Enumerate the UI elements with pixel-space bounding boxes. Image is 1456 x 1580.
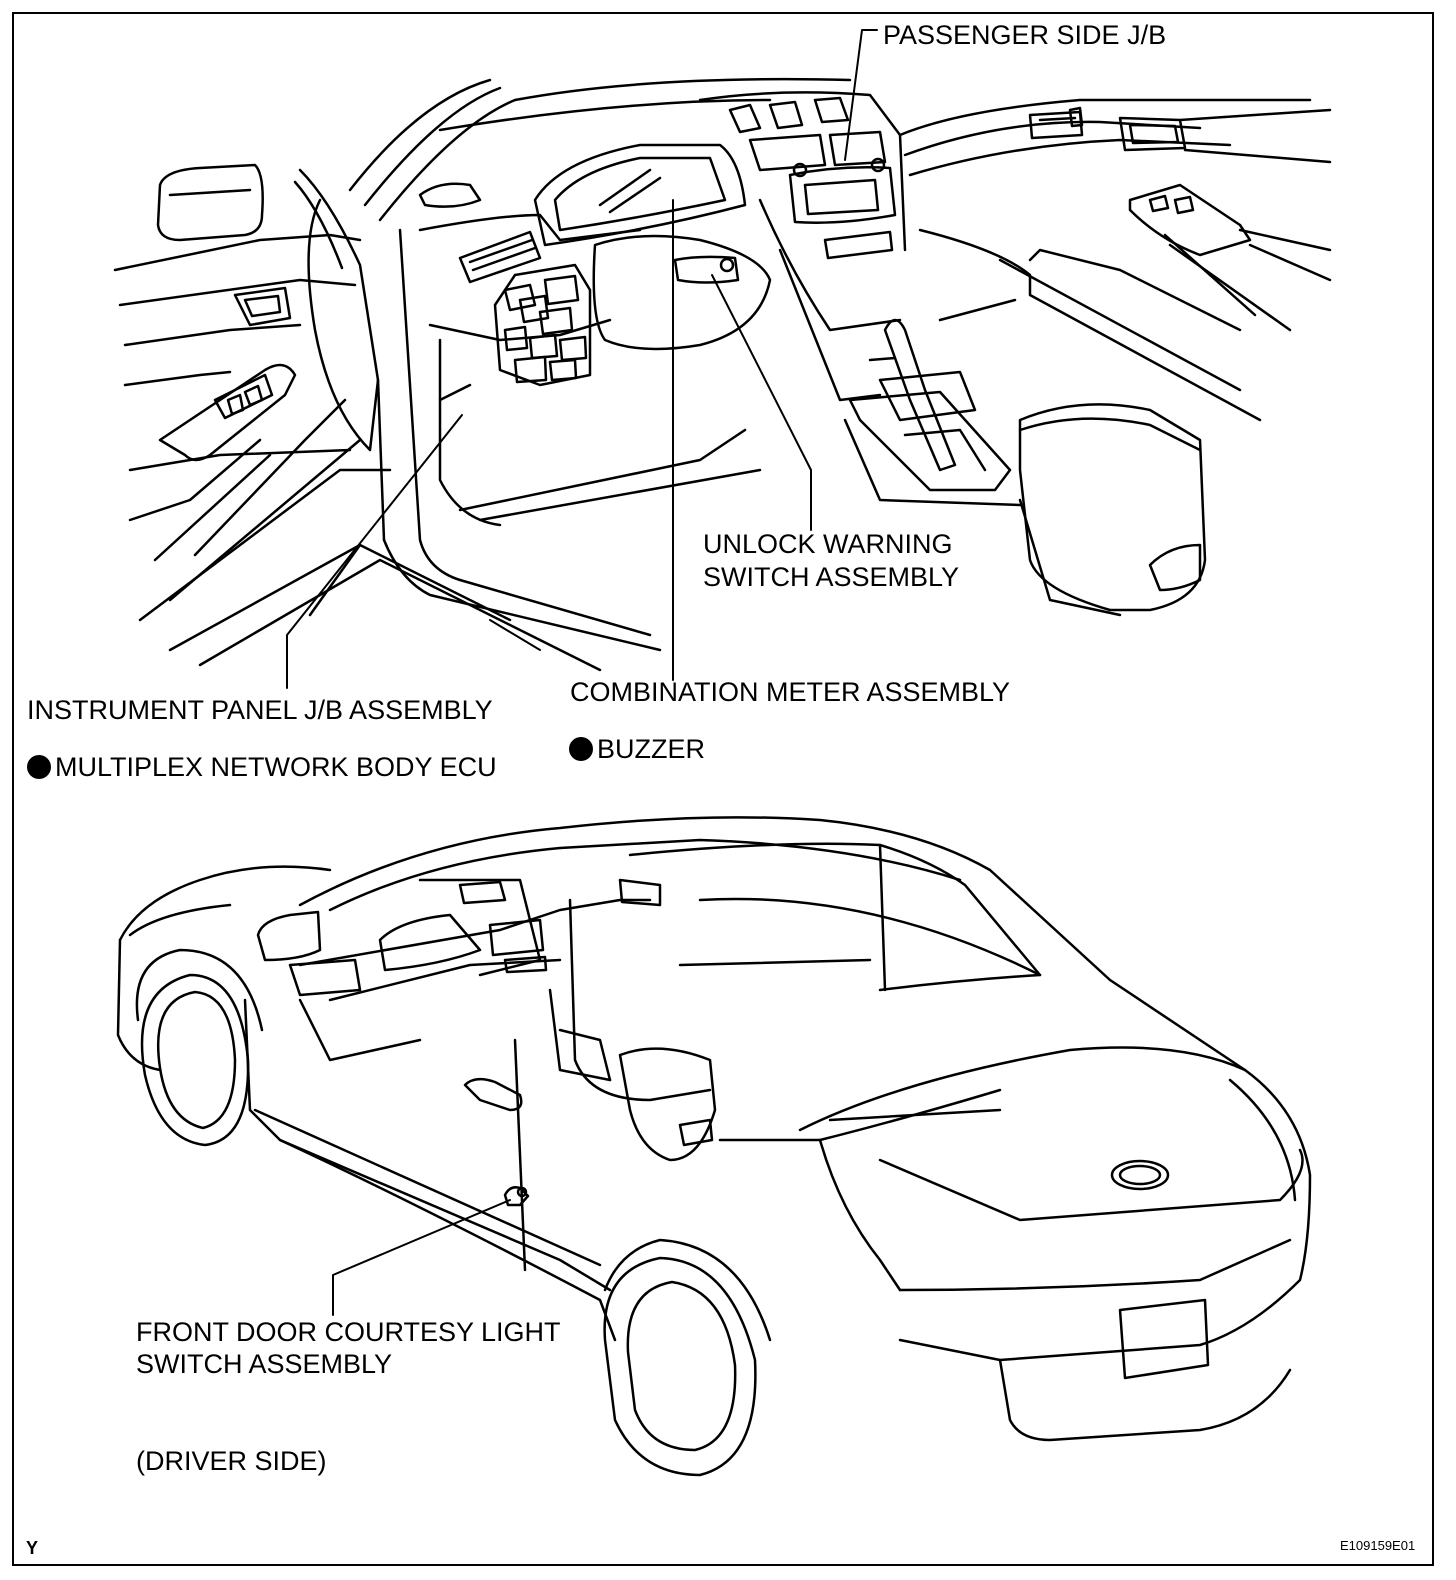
bullet-dot-icon (569, 737, 593, 761)
corner-mark: Y (26, 1538, 39, 1558)
figure-border (12, 12, 1434, 1566)
car-door-handle (463, 1077, 523, 1112)
steering-hub (592, 234, 772, 351)
center-vents (728, 96, 850, 134)
label-buzzer: BUZZER (569, 733, 705, 765)
label-driver-side: (DRIVER SIDE) (136, 1446, 327, 1476)
figure-code: E109159E01 (1340, 1538, 1416, 1553)
license-plate (1118, 1298, 1210, 1380)
label-multiplex-ecu-text: MULTIPLEX NETWORK BODY ECU (55, 752, 497, 782)
center-armrest (1018, 403, 1207, 612)
car-side-mirror (256, 910, 322, 962)
bullet-dot-icon (27, 755, 51, 779)
interior-view (113, 77, 1332, 672)
label-courtesy-switch-line2: SWITCH ASSEMBLY (136, 1349, 393, 1379)
left-vent (458, 230, 542, 284)
car-view (116, 816, 1312, 1477)
left-door-panel (113, 233, 362, 272)
leader-lines-lower (332, 1199, 511, 1316)
courtesy-light-switch (503, 1186, 530, 1207)
label-unlock-warning-line1: UNLOCK WARNING (703, 529, 953, 559)
meter-hood (533, 143, 747, 247)
label-combination-meter: COMBINATION METER ASSEMBLY (570, 677, 1011, 707)
label-instrument-panel-jb: INSTRUMENT PANEL J/B ASSEMBLY (27, 695, 493, 725)
label-passenger-side-jb: PASSENGER SIDE J/B (883, 20, 1167, 50)
instrument-panel-jb (493, 263, 592, 387)
leader-lines-upper (286, 29, 878, 689)
gear-shifter (883, 318, 957, 472)
rear-wheel (603, 1256, 757, 1477)
right-vent (1028, 110, 1084, 140)
steering-wheel (307, 198, 380, 452)
left-mirror (156, 163, 264, 242)
label-multiplex-ecu: MULTIPLEX NETWORK BODY ECU (27, 751, 497, 783)
center-display (788, 166, 897, 224)
car-roofline (298, 816, 1247, 1072)
label-courtesy-switch-line1: FRONT DOOR COURTESY LIGHT (136, 1317, 561, 1347)
label-buzzer-text: BUZZER (597, 734, 705, 764)
a-pillar (298, 168, 386, 542)
label-unlock-warning-line2: SWITCH ASSEMBLY (703, 562, 960, 592)
right-door-handle (1118, 116, 1187, 152)
rear-emblem (1110, 1159, 1170, 1191)
